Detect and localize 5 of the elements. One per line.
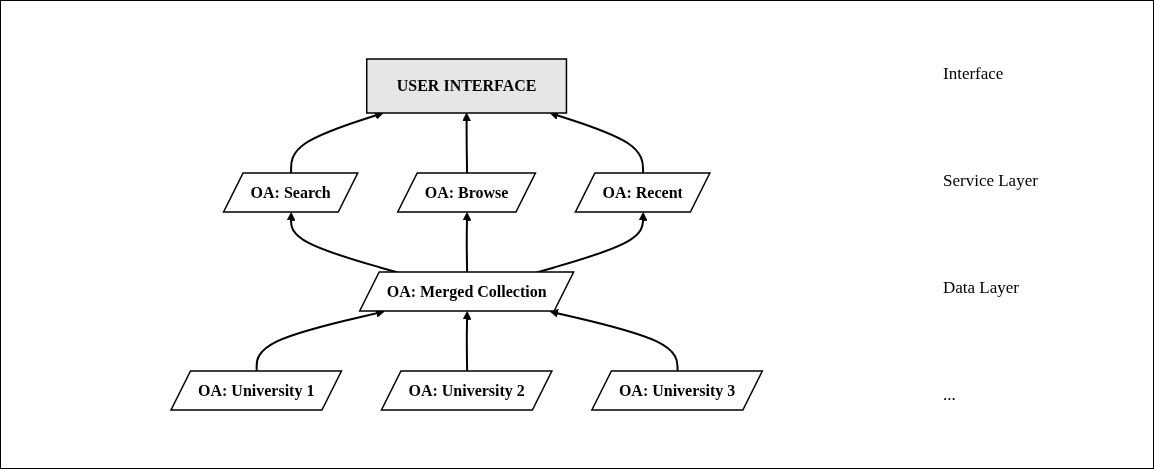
layer-label: Data Layer <box>943 277 1019 298</box>
layer-label: Interface <box>943 64 1004 85</box>
layer-label: ... <box>943 384 956 405</box>
node-box: USER INTERFACE <box>366 58 568 114</box>
layer-label: Service Layer <box>943 171 1038 192</box>
